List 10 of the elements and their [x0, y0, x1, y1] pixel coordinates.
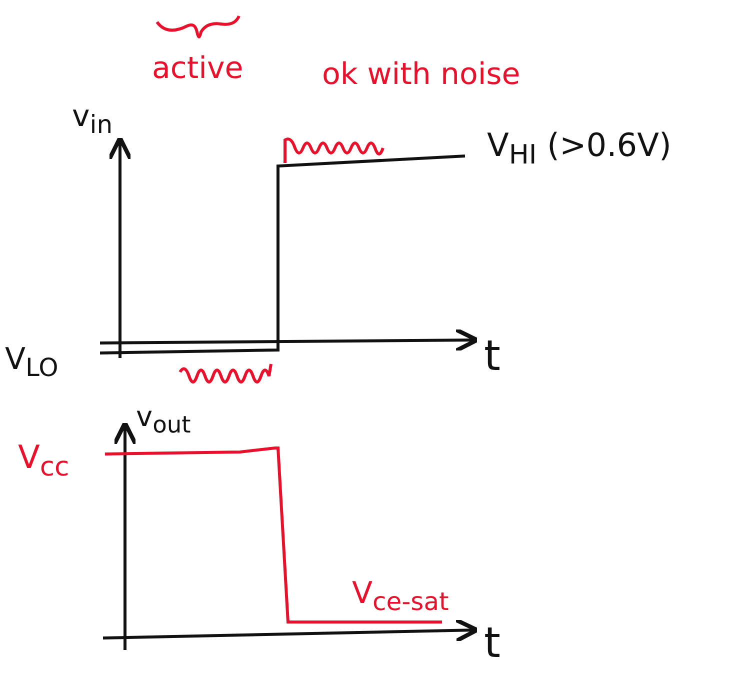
axis-label: v$_{out}$ — [136, 402, 191, 438]
level-label: V$_{ce-sat}$ — [352, 577, 449, 616]
annotation-text: ok with noise — [322, 58, 520, 91]
level-label: V$_{cc}$ — [18, 440, 70, 482]
axis-label: t — [484, 620, 500, 666]
level-label: V$_{HI}$ (>0.6V) — [487, 128, 672, 170]
annotation-text: active — [152, 52, 244, 85]
axis-label: v$_{in}$ — [72, 100, 113, 138]
level-label: V$_{LO}$ — [5, 343, 58, 382]
axis-label: t — [484, 333, 500, 380]
